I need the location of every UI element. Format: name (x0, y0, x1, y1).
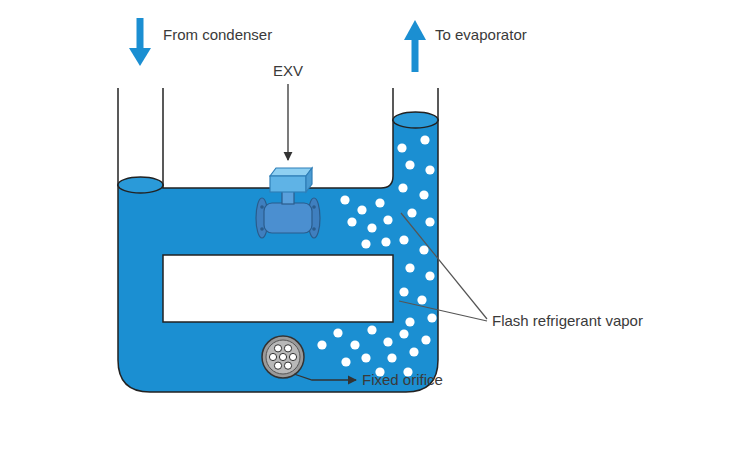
vapor-bubble (367, 325, 376, 334)
vapor-bubble (383, 337, 392, 346)
vapor-bubble (425, 217, 434, 226)
liquid-surface (118, 177, 163, 193)
vapor-bubble (405, 317, 414, 326)
vapor-bubbles (317, 135, 436, 376)
vapor-bubble (361, 239, 370, 248)
exv-valve (256, 168, 320, 238)
flow-label: To evaporator (435, 26, 527, 44)
orifice-hole (274, 345, 281, 352)
vapor-label: Flash refrigerant vapor (492, 312, 643, 330)
pipe-liquid (118, 120, 438, 392)
vapor-bubble (381, 237, 390, 246)
orifice-hole (269, 353, 276, 360)
vapor-bubble (407, 208, 416, 217)
vapor-bubble (367, 223, 376, 232)
valve-label: EXV (273, 62, 303, 80)
vapor-bubble (421, 335, 430, 344)
vapor-bubble (417, 295, 426, 304)
vapor-bubble (425, 165, 434, 174)
flow-arrow (129, 18, 151, 66)
liquid-surface (393, 112, 438, 128)
vapor-bubble (387, 353, 396, 362)
pipe-gap (163, 255, 393, 322)
vapor-leader (399, 213, 487, 321)
vapor-bubble (399, 235, 408, 244)
orifice-hole (284, 345, 291, 352)
exv-pointer (287, 84, 288, 160)
vapor-bubble (317, 340, 326, 349)
vapor-bubble (405, 263, 414, 272)
vapor-bubble (375, 198, 384, 207)
orifice-hole (279, 353, 286, 360)
vapor-bubble (361, 353, 370, 362)
orifice-label: Fixed orifice (362, 371, 443, 389)
vapor-bubble (419, 190, 428, 199)
vapor-bubble (420, 135, 429, 144)
vapor-bubble (425, 271, 434, 280)
orifice-hole (284, 362, 291, 369)
flow-arrow (404, 20, 426, 72)
orifice-hole (289, 353, 296, 360)
vapor-bubble (399, 329, 408, 338)
flow-label: From condenser (163, 26, 272, 44)
vapor-bubble (357, 205, 366, 214)
orifice-leader (294, 374, 356, 380)
vapor-bubble (397, 143, 406, 152)
fixed-orifice (262, 336, 304, 378)
vapor-bubble (340, 195, 349, 204)
vapor-bubble (409, 347, 418, 356)
vapor-bubble (350, 340, 359, 349)
vapor-bubble (419, 245, 428, 254)
vapor-bubble (341, 357, 350, 366)
vapor-bubble (427, 313, 436, 322)
vapor-bubble (398, 183, 407, 192)
vapor-bubble (333, 328, 342, 337)
vapor-bubble (383, 215, 392, 224)
vapor-bubble (347, 217, 356, 226)
orifice-hole (274, 362, 281, 369)
vapor-bubble (405, 160, 414, 169)
pipe-wall (118, 88, 438, 186)
vapor-bubble (399, 287, 408, 296)
